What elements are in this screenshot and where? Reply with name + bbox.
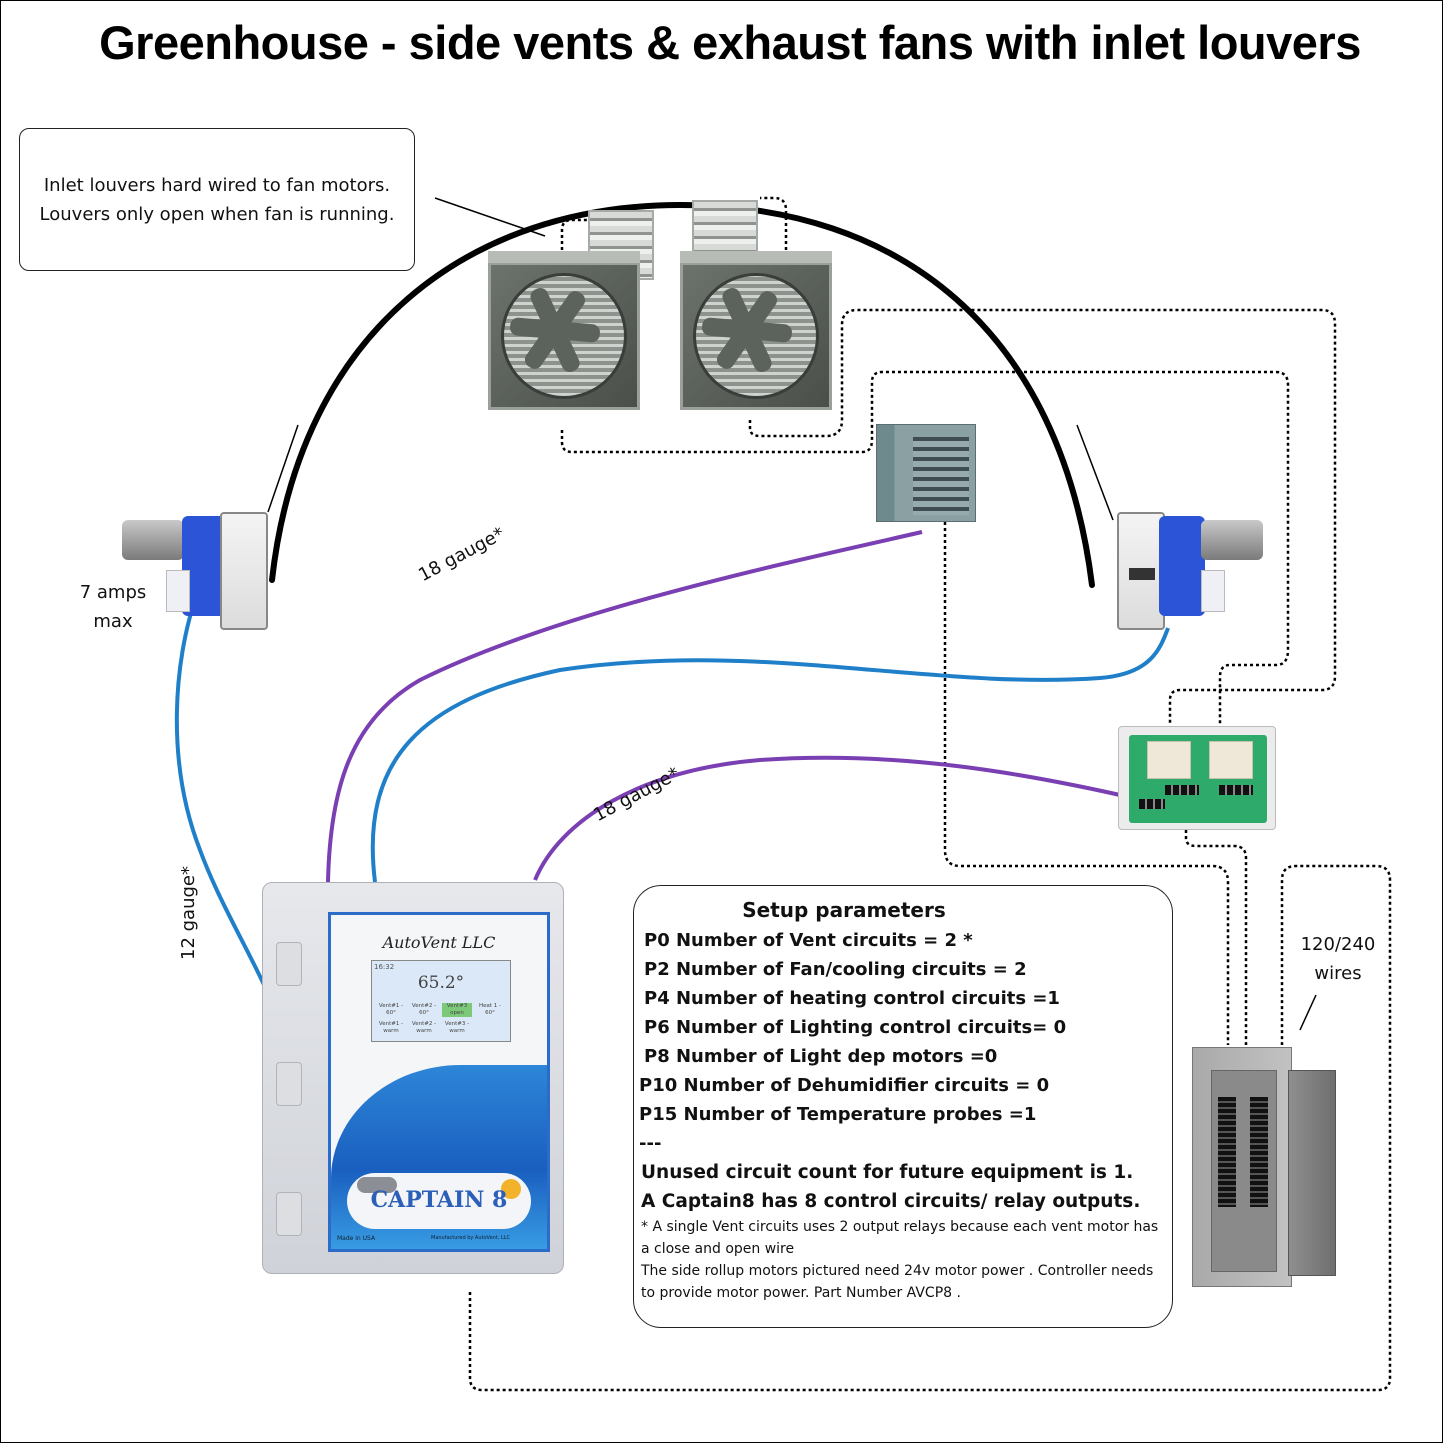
setup-separator: --- xyxy=(639,1133,662,1154)
terminal-block xyxy=(1165,785,1199,795)
panel-wires-line2: wires xyxy=(1314,963,1362,984)
heater-control-wire xyxy=(326,530,923,883)
screen-time: 16:32 xyxy=(374,963,395,971)
fan2-louver-wire xyxy=(760,196,788,262)
made-in-usa: Made in USA xyxy=(337,1235,376,1242)
fan-housing-top xyxy=(488,251,640,263)
limit-switch xyxy=(166,570,190,612)
panel-interior xyxy=(1211,1070,1277,1272)
louver-callout: Inlet louvers hard wired to fan motors. … xyxy=(19,128,415,271)
panel-wires-line1: 120/240 xyxy=(1300,934,1376,955)
screen-cell[interactable]: Vent#1 - warm xyxy=(378,1021,404,1034)
motor-power-footnote: The side rollup motors pictured need 24v… xyxy=(641,1263,1154,1301)
right-motor-wire xyxy=(370,627,1170,883)
screen-cell[interactable]: Heat 1 - 60° xyxy=(478,1003,502,1016)
motor-cylinder xyxy=(1201,520,1263,560)
screen-cell[interactable]: Vent#2 - 60° xyxy=(411,1003,437,1016)
unused-circuits-note: Unused circuit count for future equipmen… xyxy=(641,1162,1134,1183)
screen-cell[interactable]: Vent#1 - 60° xyxy=(378,1003,404,1016)
fan-housing-top xyxy=(680,251,832,263)
controller-faceplate: AutoVent LLC 16:32 65.2° Vent#1 - 60° Ve… xyxy=(328,912,550,1252)
brand-logo: AutoVent LLC xyxy=(382,933,496,952)
fan2-power-wire xyxy=(748,308,1337,725)
heater-grille xyxy=(913,437,969,515)
side-vent-line-left xyxy=(267,424,299,513)
controller-touchscreen[interactable]: 16:32 65.2° Vent#1 - 60° Vent#2 - 60° Ve… xyxy=(371,960,511,1042)
panel-wires-label: 120/240 wires xyxy=(1288,930,1388,988)
callout-leader-line xyxy=(434,197,546,237)
setup-param: P8 Number of Light dep motors =0 xyxy=(644,1046,998,1067)
setup-param: P6 Number of Lighting control circuits= … xyxy=(644,1017,1067,1038)
screen-cell[interactable]: Vent#3 - warm xyxy=(444,1021,470,1034)
enclosure-hinge xyxy=(276,942,302,986)
terminal-block xyxy=(1219,785,1253,795)
breaker-column xyxy=(1250,1097,1268,1207)
sun-icon xyxy=(501,1179,521,1199)
motor-amp-rating-line1: 7 amps xyxy=(79,582,147,603)
setup-param: P0 Number of Vent circuits = 2 * xyxy=(644,930,973,951)
screen-cell-active[interactable]: Vent#3 open xyxy=(442,1003,472,1017)
fan1-power-wire xyxy=(560,370,1290,725)
fan-guard xyxy=(693,273,819,399)
diagram-title: Greenhouse - side vents & exhaust fans w… xyxy=(99,16,1361,69)
unit-heater xyxy=(876,424,976,522)
exhaust-fan-2 xyxy=(680,251,832,410)
screen-temperature: 65.2° xyxy=(417,973,465,993)
relay-pcb xyxy=(1129,735,1267,823)
capacity-note: A Captain8 has 8 control circuits/ relay… xyxy=(641,1191,1141,1212)
rollup-motor-left xyxy=(120,510,270,630)
greenhouse-hoop xyxy=(269,201,1095,588)
setup-title: Setup parameters xyxy=(742,898,946,922)
controller-power-wire xyxy=(468,864,1392,1392)
enclosure-hinge xyxy=(276,1062,302,1106)
relay-box xyxy=(1118,726,1276,830)
motor-wire-gauge-label: 12 gauge* xyxy=(178,866,199,960)
rollup-motor-right xyxy=(1115,510,1265,630)
motor-gearbox xyxy=(1159,516,1205,616)
setup-parameters-box: Setup parameters P0 Number of Vent circu… xyxy=(633,885,1173,1328)
motor-shaft xyxy=(1129,568,1155,580)
setup-param: P10 Number of Dehumidifier circuits = 0 xyxy=(639,1075,1050,1096)
fan1-louver-wire xyxy=(560,218,594,262)
relay-power-wire xyxy=(1184,830,1248,1045)
motor-amp-rating: 7 amps max xyxy=(68,578,158,636)
motor-cylinder xyxy=(122,520,184,560)
model-name: CAPTAIN 8 xyxy=(370,1187,508,1213)
heater-power-wire xyxy=(943,522,1230,1045)
left-motor-wire xyxy=(174,599,277,1011)
motor-amp-rating-line2: max xyxy=(93,611,133,632)
breaker-column xyxy=(1218,1097,1236,1207)
exhaust-fan-1 xyxy=(488,251,640,410)
relay-module xyxy=(1147,741,1191,779)
storm-cloud-icon xyxy=(357,1177,397,1193)
electrical-panel xyxy=(1192,1047,1292,1287)
setup-param: P15 Number of Temperature probes =1 xyxy=(639,1104,1037,1125)
manufacturer-text: Manufactured by AutoVent, LLC xyxy=(431,1235,511,1241)
setup-param: P2 Number of Fan/cooling circuits = 2 xyxy=(644,959,1027,980)
panel-leader-line xyxy=(1299,994,1317,1031)
motor-mount-plate xyxy=(220,512,268,630)
relay-control-wire xyxy=(533,755,1121,881)
terminal-block xyxy=(1139,799,1165,809)
screen-cell[interactable]: Vent#2 - warm xyxy=(411,1021,437,1034)
enclosure-hinge xyxy=(276,1192,302,1236)
vent-relay-footnote: * A single Vent circuits uses 2 output r… xyxy=(641,1219,1159,1257)
captain8-controller: AutoVent LLC 16:32 65.2° Vent#1 - 60° Ve… xyxy=(262,882,572,1274)
setup-param: P4 Number of heating control circuits =1 xyxy=(644,988,1060,1009)
side-vent-line-right xyxy=(1076,424,1114,521)
electrical-panel-door xyxy=(1288,1070,1336,1276)
captain8-logo: CAPTAIN 8 xyxy=(347,1173,531,1229)
louver-callout-text: Inlet louvers hard wired to fan motors. … xyxy=(39,174,395,225)
relay-module xyxy=(1209,741,1253,779)
limit-switch xyxy=(1201,570,1225,612)
